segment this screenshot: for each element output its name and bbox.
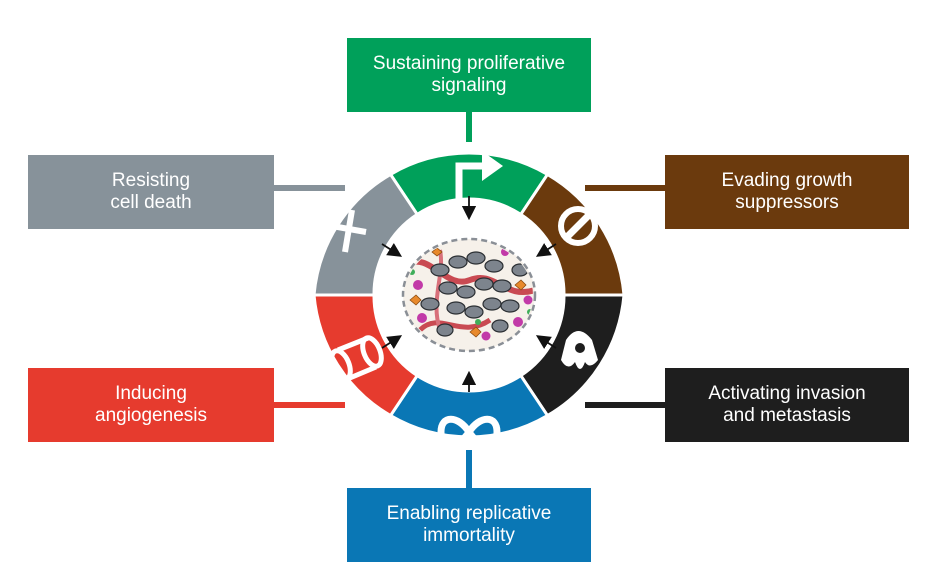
hallmark-label-proliferative: Sustaining proliferative signaling: [372, 53, 566, 96]
hallmark-label-invasion: Activating invasion and metastasis: [708, 383, 866, 426]
infinity-icon: [437, 415, 501, 449]
hallmark-label-cell-death: Resisting cell death: [110, 170, 192, 213]
hallmark-box-immortality: Enabling replicative immortality: [347, 488, 591, 562]
hallmark-box-angiogenesis: Inducing angiogenesis: [28, 368, 274, 442]
no-sign-icon: [558, 206, 598, 246]
hallmark-box-invasion: Activating invasion and metastasis: [665, 368, 909, 442]
cross-icon: [331, 209, 367, 253]
inward-arrows: [381, 196, 557, 392]
hallmark-label-immortality: Enabling replicative immortality: [386, 503, 552, 546]
hallmark-box-cell-death: Resisting cell death: [28, 155, 274, 229]
invasive-cell-icon: [561, 331, 598, 369]
hallmark-ring: [312, 151, 626, 439]
hallmark-label-growth-suppressors: Evading growth suppressors: [721, 170, 853, 213]
connector-lines: [274, 112, 665, 488]
hallmark-label-angiogenesis: Inducing angiogenesis: [95, 383, 207, 426]
tumor-cell-cluster-icon: [401, 237, 537, 353]
hallmark-box-growth-suppressors: Evading growth suppressors: [665, 155, 909, 229]
vessel-icon: [329, 335, 384, 383]
arrow-icon: [455, 151, 503, 200]
hallmark-box-proliferative: Sustaining proliferative signaling: [347, 38, 591, 112]
ring-segment-cell-death: [312, 172, 420, 297]
